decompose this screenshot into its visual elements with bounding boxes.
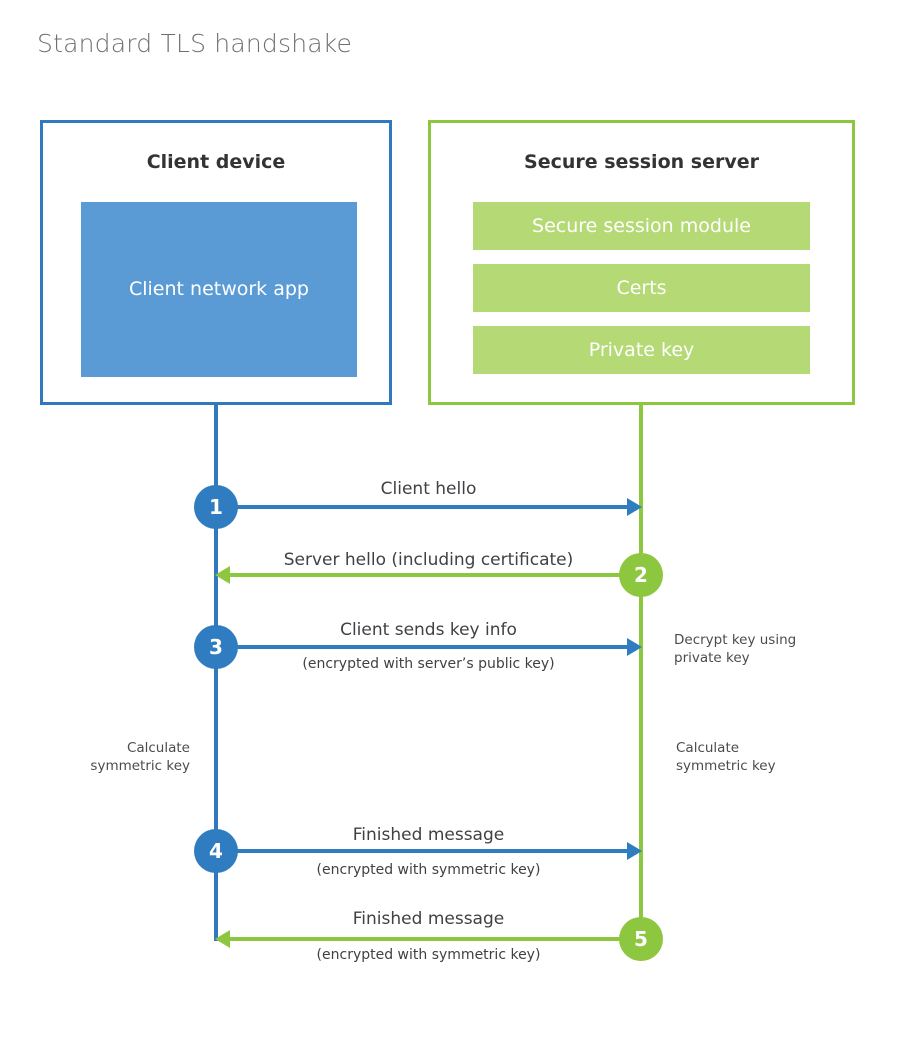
step-5-sublabel: (encrypted with symmetric key)	[316, 947, 541, 963]
step-3-arrow-shaft	[216, 645, 627, 649]
client-calculate-symmetric-key-note: Calculate symmetric key	[90, 740, 190, 775]
step-2-marker: 2	[619, 553, 663, 597]
client-device-title: Client device	[146, 151, 286, 173]
step-2-label: Server hello (including certificate)	[283, 550, 574, 570]
step-2-arrow-head-icon	[215, 566, 230, 584]
decrypt-key-note: Decrypt key using private key	[674, 632, 797, 667]
step-4-arrow-shaft	[216, 849, 627, 853]
step-4-label: Finished message	[352, 825, 505, 845]
client-lifeline	[214, 405, 218, 941]
client-network-app-block: Client network app	[81, 202, 357, 377]
step-4-arrow-head-icon	[627, 842, 642, 860]
server-module-private-key: Private key	[473, 326, 810, 374]
step-1-arrow-head-icon	[627, 498, 642, 516]
step-2-arrow-shaft	[229, 573, 641, 577]
secure-session-server-title: Secure session server	[524, 151, 759, 173]
step-3-sublabel: (encrypted with server’s public key)	[302, 656, 555, 672]
step-5-label: Finished message	[352, 909, 505, 929]
page-title: Standard TLS handshake	[37, 29, 353, 58]
client-device-box: Client device Client network app	[40, 120, 392, 405]
step-1-label: Client hello	[380, 479, 477, 499]
server-calculate-symmetric-key-note: Calculate symmetric key	[676, 740, 776, 775]
server-module-certs: Certs	[473, 264, 810, 312]
step-3-marker: 3	[194, 625, 238, 669]
server-module-secure-session: Secure session module	[473, 202, 810, 250]
server-modules-list: Secure session module Certs Private key	[473, 202, 810, 374]
step-5-marker: 5	[619, 917, 663, 961]
step-1-arrow-shaft	[216, 505, 627, 509]
server-lifeline	[639, 405, 643, 939]
step-4-marker: 4	[194, 829, 238, 873]
step-4-sublabel: (encrypted with symmetric key)	[316, 862, 541, 878]
step-5-arrow-head-icon	[215, 930, 230, 948]
step-3-label: Client sends key info	[340, 620, 517, 640]
step-1-marker: 1	[194, 485, 238, 529]
step-3-arrow-head-icon	[627, 638, 642, 656]
secure-session-server-box: Secure session server Secure session mod…	[428, 120, 855, 405]
step-5-arrow-shaft	[229, 937, 641, 941]
